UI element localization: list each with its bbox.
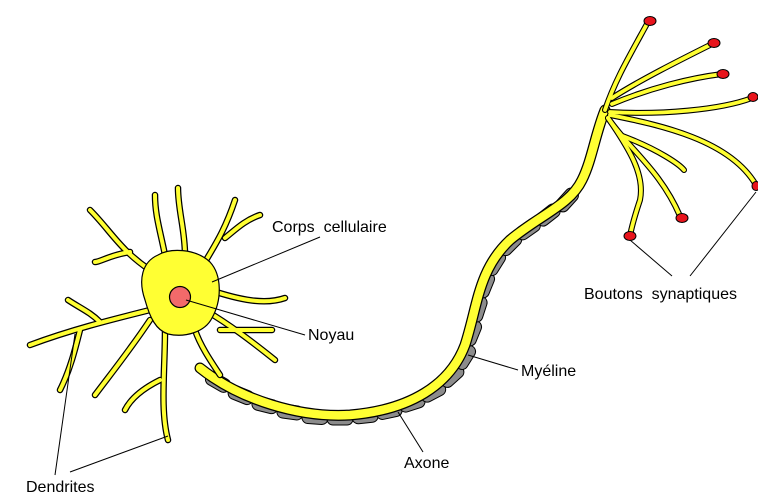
bouton-4 bbox=[748, 93, 758, 102]
leader-boutons-2 bbox=[690, 192, 756, 276]
leader-boutons-1 bbox=[630, 240, 672, 276]
nucleus bbox=[170, 287, 191, 308]
myelin-sheath bbox=[203, 186, 581, 425]
synaptic-boutons bbox=[624, 17, 758, 241]
label-corps-cellulaire: Corps cellulaire bbox=[272, 219, 387, 236]
label-myeline: Myéline bbox=[521, 363, 576, 380]
bouton-6 bbox=[676, 214, 688, 223]
bouton-5 bbox=[752, 182, 758, 191]
leader-corps-cellulaire bbox=[212, 237, 320, 282]
bouton-7 bbox=[624, 232, 636, 241]
leader-axone bbox=[398, 412, 423, 452]
leader-dendrites-2 bbox=[70, 436, 168, 472]
bouton-2 bbox=[708, 39, 720, 48]
leader-myeline bbox=[468, 355, 518, 370]
label-noyau: Noyau bbox=[308, 327, 354, 344]
leader-dendrites-1 bbox=[55, 334, 75, 475]
label-axone: Axone bbox=[404, 455, 449, 472]
bouton-3 bbox=[717, 70, 729, 79]
label-dendrites: Dendrites bbox=[26, 479, 94, 496]
axon-terminals bbox=[605, 22, 756, 236]
label-boutons-synaptiques: Boutons synaptiques bbox=[584, 286, 737, 303]
bouton-1 bbox=[644, 17, 656, 26]
